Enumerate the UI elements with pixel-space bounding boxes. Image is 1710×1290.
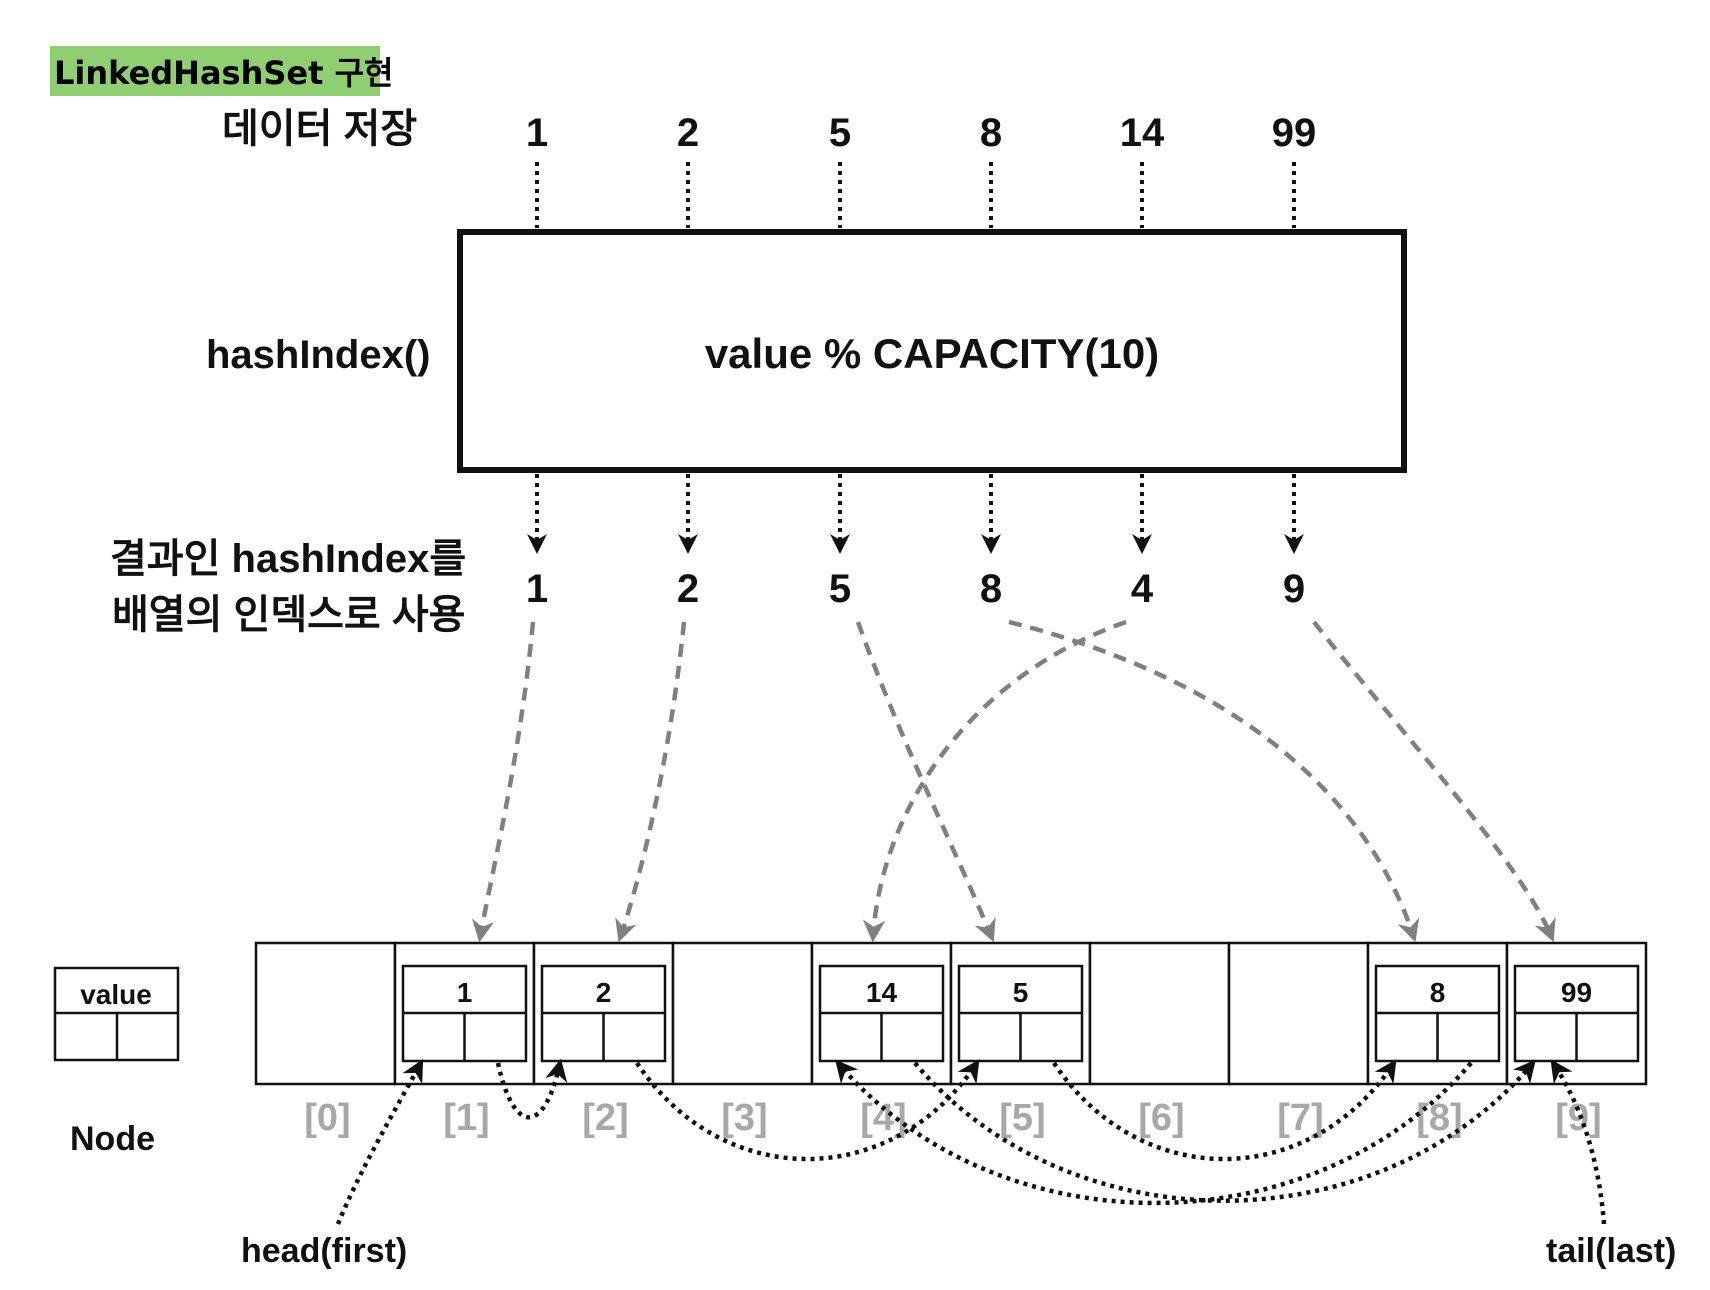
index-dashed-arrow (471, 621, 536, 943)
bucket-slot (1088, 941, 1231, 1086)
slot-index-label: [8] (1416, 1097, 1462, 1139)
linked-node: 8 (1374, 964, 1501, 1063)
bucket-slot (671, 941, 814, 1086)
node-value: 99 (1561, 977, 1592, 1008)
input-value: 99 (1272, 111, 1317, 155)
hash-result-value: 9 (1283, 567, 1305, 611)
hash-result-value: 2 (677, 567, 699, 611)
slot-index-label: [3] (721, 1097, 767, 1139)
tail-label: tail(last) (1546, 1232, 1676, 1270)
hash-result-value: 5 (829, 567, 851, 611)
bucket-slot (1227, 941, 1370, 1086)
input-values: 1 2 5 8 14 99 (526, 111, 1316, 228)
linked-node: 2 (540, 964, 667, 1063)
hash-result-value: 8 (980, 567, 1002, 611)
index-dashed-arrow (615, 621, 687, 943)
slot-index-label: [6] (1138, 1097, 1184, 1139)
node-value: 14 (866, 977, 898, 1008)
slot-index-label: [4] (860, 1097, 906, 1139)
input-value: 5 (829, 111, 851, 155)
bucket-array: [0] [1] [2] [3] [4] [5] [6] [7] [8] [9] 1 2 14 5 8 99 (254, 941, 1648, 1139)
tail-pointer-arrow (1550, 1059, 1607, 1225)
input-value: 1 (526, 111, 548, 155)
slot-index-label: [2] (582, 1097, 628, 1139)
node-value: 1 (457, 977, 473, 1008)
bucket-slot (254, 941, 397, 1086)
hash-results: 1 2 5 8 4 9 (526, 474, 1305, 611)
slot-index-label: [1] (443, 1097, 489, 1139)
hash-formula: value % CAPACITY(10) (705, 330, 1159, 377)
node-legend-value: value (80, 979, 152, 1010)
store-label: 데이터 저장 (222, 107, 417, 151)
index-dashed-arrow (862, 619, 1127, 943)
node-value: 5 (1013, 977, 1029, 1008)
linked-node: 5 (957, 964, 1084, 1063)
linked-node: 1 (401, 964, 528, 1063)
head-label: head(first) (241, 1232, 407, 1270)
node-value: 8 (1430, 977, 1446, 1008)
node-value: 2 (596, 977, 612, 1008)
result-label-line1: 결과인 hashIndex를 (110, 537, 466, 581)
index-dashed-arrow (1008, 619, 1420, 943)
hash-result-value: 4 (1131, 567, 1154, 611)
next-pointer-arrow (495, 1058, 568, 1120)
index-arrows (471, 619, 1556, 943)
node-legend: value (53, 966, 180, 1062)
diagram-title: LinkedHashSet 구현 (54, 54, 393, 92)
slot-index-label: [5] (999, 1097, 1045, 1139)
hash-result-value: 1 (526, 567, 548, 611)
linked-node: 14 (818, 964, 945, 1063)
node-legend-label: Node (70, 1120, 155, 1158)
slot-index-label: [0] (304, 1097, 350, 1139)
input-value: 8 (980, 111, 1002, 155)
result-label-line2: 배열의 인덱스로 사용 (112, 593, 465, 637)
title-highlight (50, 46, 380, 96)
input-value: 2 (677, 111, 699, 155)
slot-index-label: [9] (1555, 1097, 1601, 1139)
next-pointer-arrow (913, 1059, 1536, 1203)
index-dashed-arrow (1312, 620, 1556, 943)
linked-order-arrows (335, 1058, 1607, 1225)
head-pointer-arrow (335, 1059, 424, 1225)
linked-node: 99 (1513, 964, 1640, 1063)
hash-function-label: hashIndex() (206, 333, 430, 377)
slot-index-label: [7] (1277, 1097, 1323, 1139)
hash-function-box (457, 229, 1407, 473)
index-dashed-arrow (855, 621, 996, 943)
input-value: 14 (1120, 111, 1165, 155)
